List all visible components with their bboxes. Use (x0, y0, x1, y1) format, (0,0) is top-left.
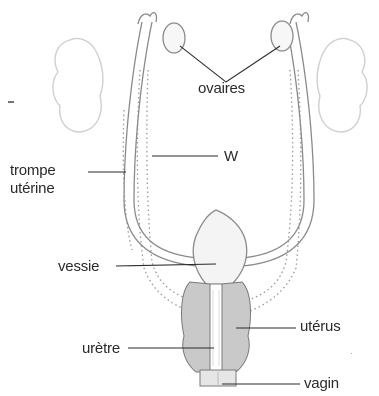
uterus-tissue-right (222, 282, 250, 372)
label-tube-line2: utérine (10, 180, 54, 197)
label-urethra: urètre (82, 340, 120, 357)
label-bladder: vessie (58, 258, 99, 275)
label-ovaries: ovaires (198, 80, 245, 97)
svg-text:·: · (350, 348, 353, 358)
right-kidney (317, 38, 367, 132)
uterus-tissue-left (182, 282, 210, 372)
label-vagina: vagin (304, 375, 339, 392)
ovaries-leader (180, 46, 280, 82)
label-uterus: utérus (300, 318, 341, 335)
bladder (193, 210, 246, 284)
right-ovary (271, 21, 293, 51)
urethra (210, 284, 222, 372)
label-tube-line1: trompe (10, 162, 56, 179)
left-kidney (53, 38, 103, 132)
label-w: W (224, 148, 238, 165)
left-ovary (163, 23, 185, 53)
